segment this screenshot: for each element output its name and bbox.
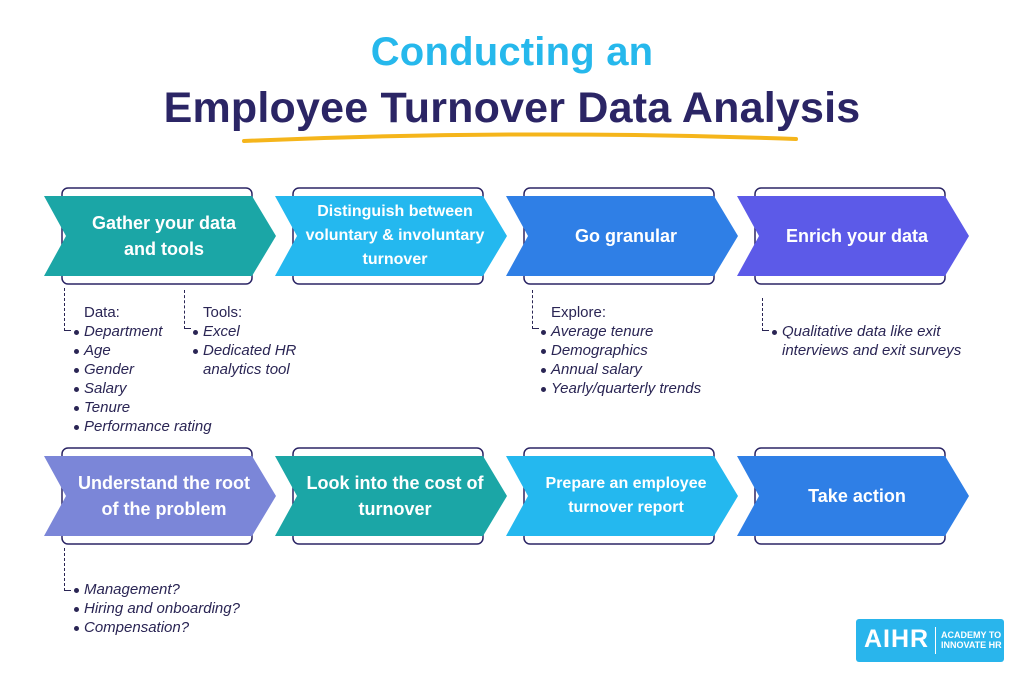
list-item: Qualitative data like exit interviews an…	[770, 322, 990, 360]
aihr-logo: AIHR ACADEMY TO INNOVATE HR	[856, 619, 1004, 662]
title-line-1: Conducting an	[370, 30, 654, 74]
notes-tools: Tools: Excel Dedicated HR analytics tool	[191, 303, 323, 379]
notes-enrich: Qualitative data like exit interviews an…	[770, 322, 990, 360]
connector-line	[64, 548, 71, 591]
notes-list: Qualitative data like exit interviews an…	[770, 322, 990, 360]
step-label: Gather your data and tools	[91, 213, 237, 259]
connector-line	[762, 298, 769, 331]
connector-line	[184, 290, 191, 329]
chevron-shape	[737, 187, 969, 285]
list-item: Age	[72, 341, 212, 360]
step-cost-of-turnover: Look into the cost of turnover	[275, 446, 515, 546]
notes-list: Average tenure Demographics Annual salar…	[539, 322, 701, 398]
notes-root: Management? Hiring and onboarding? Compe…	[72, 580, 240, 637]
notes-header: Data:	[84, 304, 120, 321]
notes-explore: Explore: Average tenure Demographics Ann…	[539, 303, 701, 398]
list-item: Yearly/quarterly trends	[539, 379, 701, 398]
connector-line	[64, 288, 71, 331]
step-label: Look into the cost of turnover	[306, 473, 484, 519]
step-take-action: Take action	[737, 446, 977, 546]
notes-list: Excel Dedicated HR analytics tool	[191, 322, 323, 379]
step-distinguish-turnover: Distinguish between voluntary & involunt…	[275, 186, 515, 286]
list-item: Department	[72, 322, 212, 341]
logo-tagline-line-1: ACADEMY TO	[941, 630, 1002, 640]
connector-line	[532, 290, 539, 329]
list-item: Dedicated HR analytics tool	[191, 341, 323, 379]
notes-list: Department Age Gender Salary Tenure Perf…	[72, 322, 212, 436]
chevron-shape	[44, 447, 276, 545]
step-go-granular: Go granular	[506, 186, 746, 286]
list-item: Annual salary	[539, 360, 701, 379]
step-label: Distinguish between voluntary & involunt…	[305, 203, 485, 268]
logo-tagline-line-2: INNOVATE HR	[941, 640, 1002, 650]
chevron-shape	[506, 447, 738, 545]
list-item: Management?	[72, 580, 240, 599]
step-understand-root: Understand the root of the problem	[44, 446, 284, 546]
logo-tagline: ACADEMY TO INNOVATE HR	[941, 630, 1002, 650]
list-item: Performance rating	[72, 417, 212, 436]
chevron-shape	[506, 187, 738, 285]
list-item: Demographics	[539, 341, 701, 360]
notes-data: Data: Department Age Gender Salary Tenur…	[72, 303, 212, 436]
step-label: Prepare an employee turnover report	[545, 475, 707, 516]
list-item: Salary	[72, 379, 212, 398]
chevron-shape	[737, 447, 969, 545]
step-label: Enrich your data	[785, 226, 929, 246]
title-line-2: Employee Turnover Data Analysis	[163, 84, 861, 132]
step-label: Take action	[808, 486, 906, 506]
step-gather-data: Gather your data and tools	[44, 186, 284, 286]
list-item: Excel	[191, 322, 323, 341]
logo-separator	[935, 627, 936, 654]
title-underline	[242, 132, 798, 143]
notes-list: Management? Hiring and onboarding? Compe…	[72, 580, 240, 637]
list-item: Tenure	[72, 398, 212, 417]
step-label: Go granular	[574, 226, 677, 246]
chevron-shape	[44, 187, 276, 285]
chevron-shape	[275, 447, 507, 545]
notes-header: Tools:	[203, 304, 243, 321]
step-label: Understand the root of the problem	[77, 473, 250, 519]
list-item: Average tenure	[539, 322, 701, 341]
list-item: Compensation?	[72, 618, 240, 637]
list-item: Gender	[72, 360, 212, 379]
step-prepare-report: Prepare an employee turnover report	[506, 446, 746, 546]
logo-mark: AIHR	[864, 625, 930, 653]
notes-header: Explore:	[551, 304, 607, 321]
step-enrich-data: Enrich your data	[737, 186, 977, 286]
list-item: Hiring and onboarding?	[72, 599, 240, 618]
chevron-shape	[275, 187, 507, 285]
